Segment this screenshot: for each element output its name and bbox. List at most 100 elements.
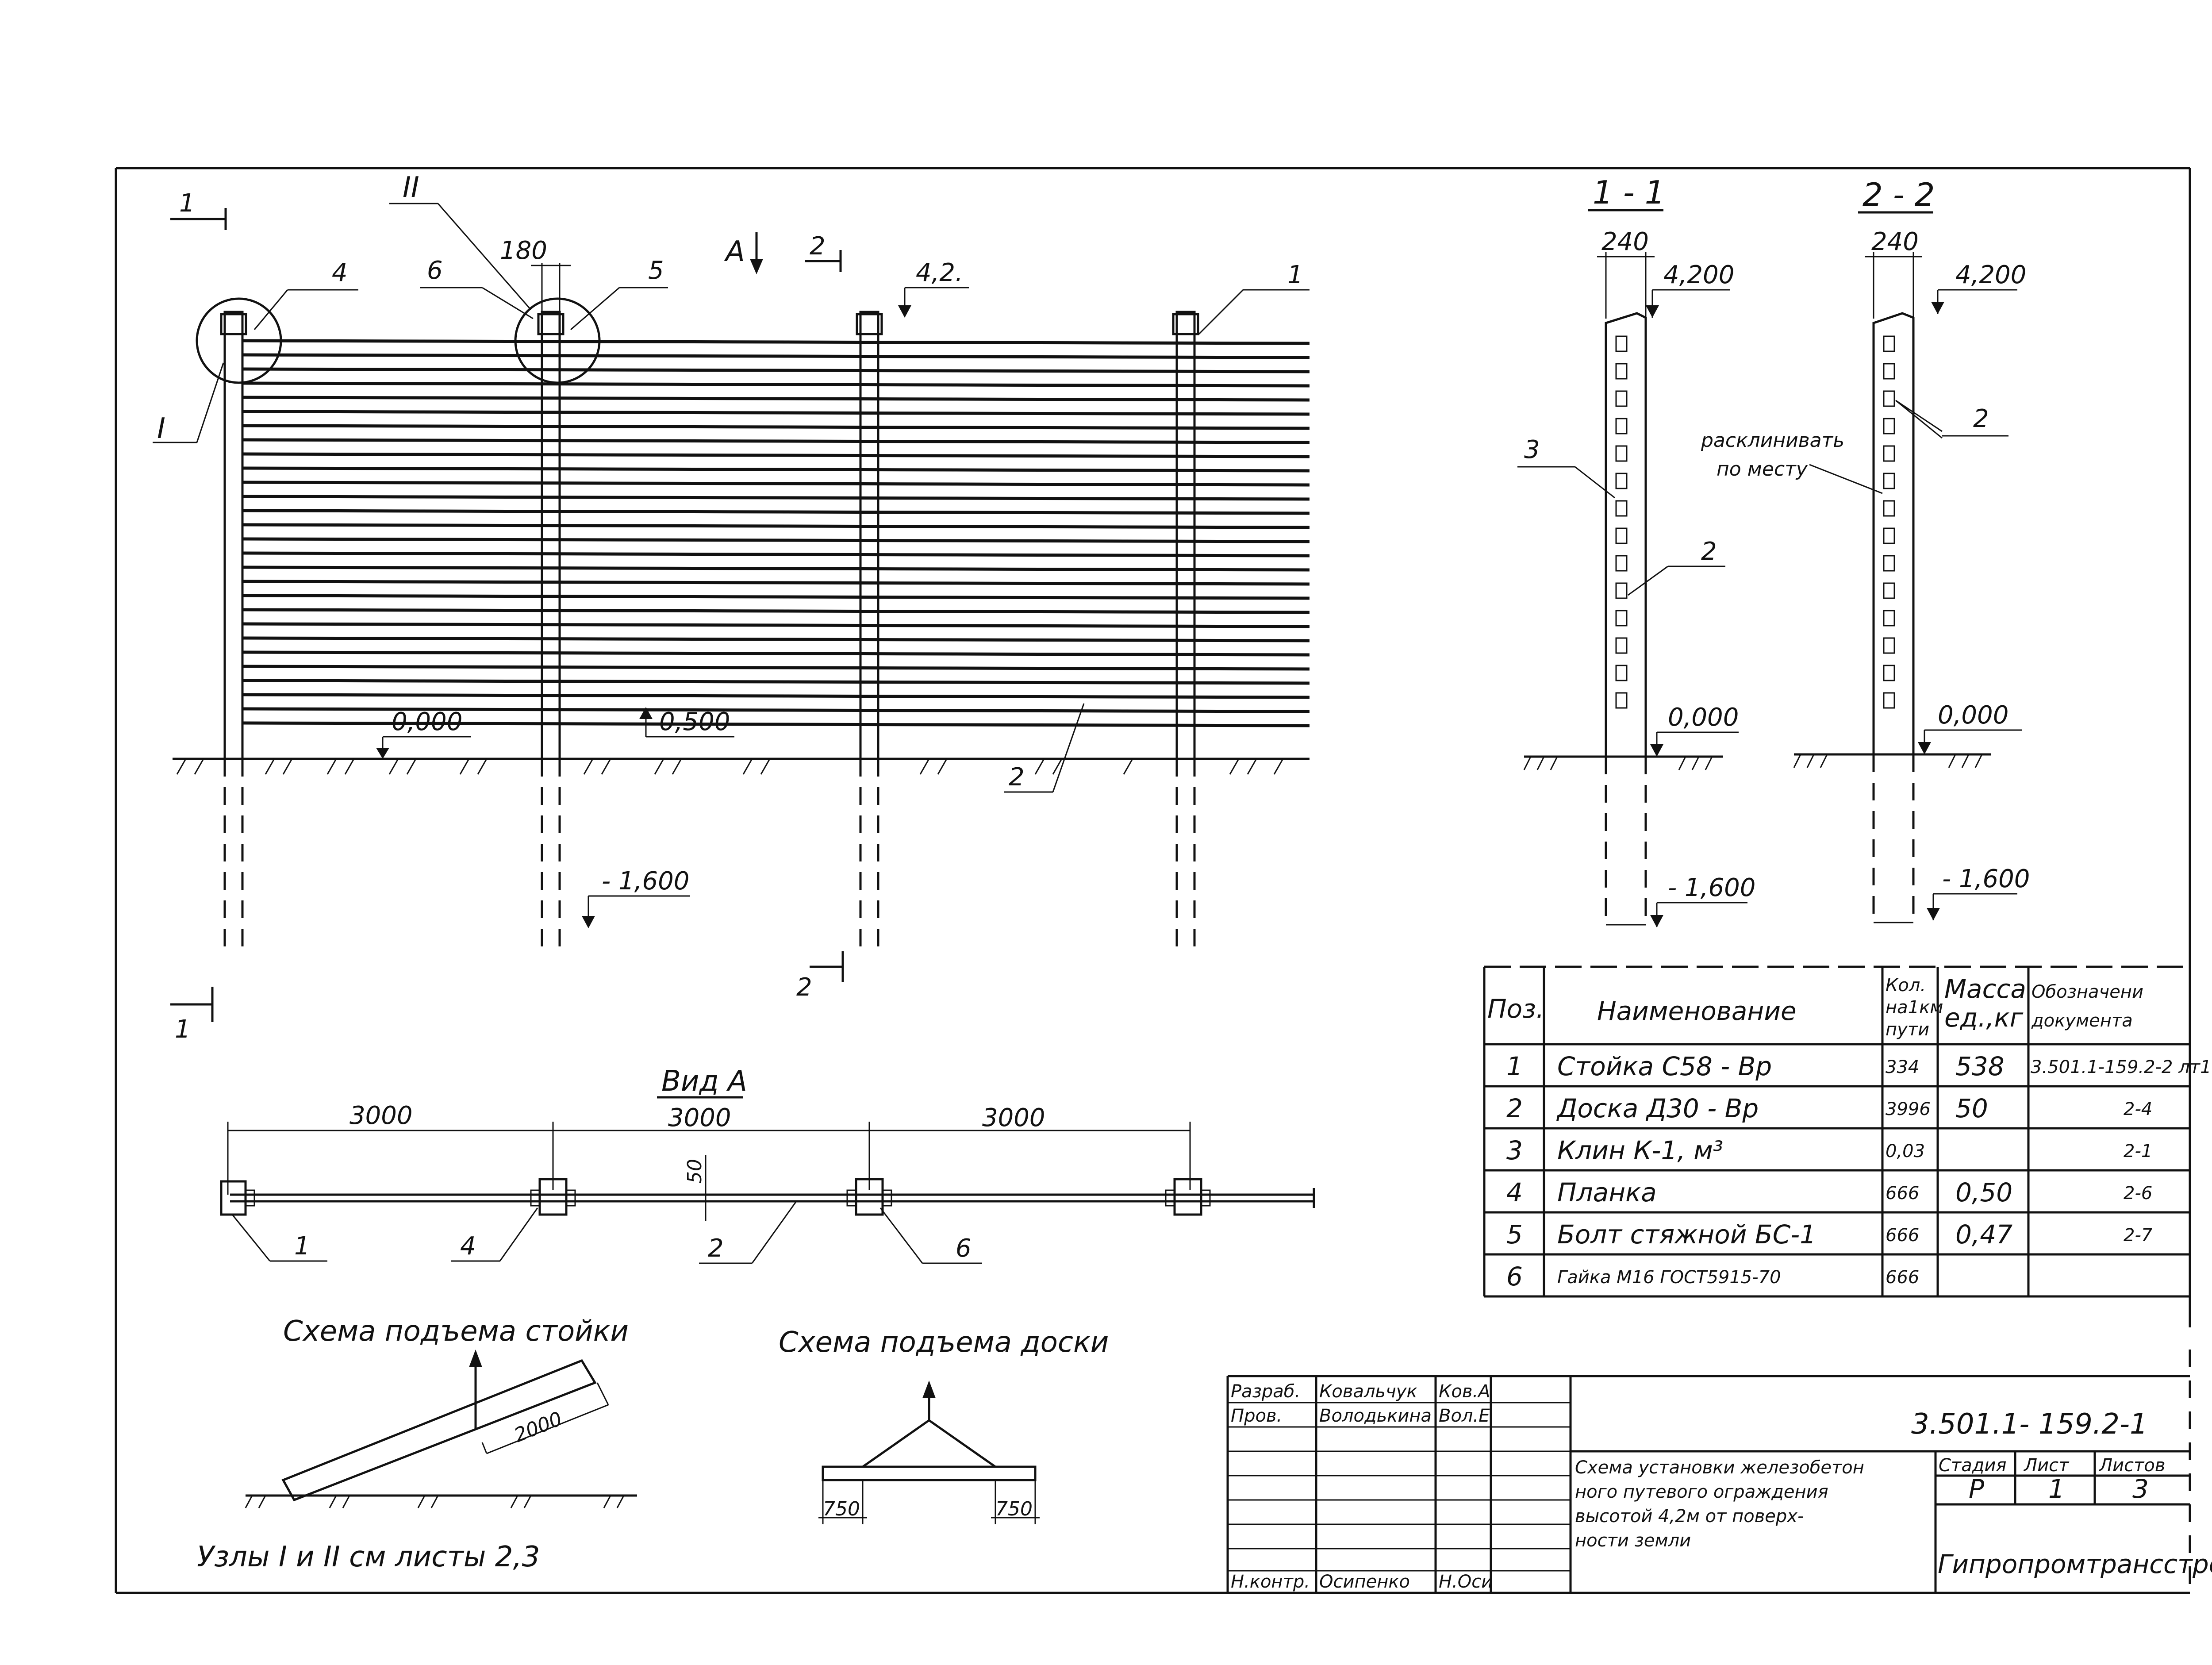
svg-text:0,47: 0,47	[1955, 1219, 2012, 1250]
svg-text:Наименование: Наименование	[1597, 996, 1797, 1026]
svg-text:1: 1	[1287, 261, 1303, 289]
svg-text:A: A	[724, 235, 745, 268]
svg-text:3.501.1-159.2-2 лт1: 3.501.1-159.2-2 лт1	[2031, 1057, 2212, 1077]
table-row: 3 Клин К-1, м³ 0,03 2-1	[1506, 1135, 2152, 1165]
fence-board	[243, 565, 1310, 572]
post-slot	[1883, 335, 1895, 352]
table-row: 6 Гайка М16 ГОСТ5915-70 666	[1506, 1261, 1919, 1292]
spec-table-header: Поз. Наименование Кол. на1км пути Масса …	[1487, 974, 2143, 1040]
lift-board-scheme: Схема подъема доски 750 750	[779, 1326, 1109, 1524]
post-slot	[1883, 692, 1895, 709]
svg-text:3000: 3000	[349, 1101, 413, 1130]
post-slot	[1615, 335, 1628, 352]
post-slot	[1615, 610, 1628, 627]
svg-text:180: 180	[500, 236, 547, 265]
node-I-circle	[196, 297, 282, 384]
svg-text:Поз.: Поз.	[1487, 994, 1544, 1024]
svg-text:4,2.: 4,2.	[916, 258, 963, 287]
spec-table: Поз. Наименование Кол. на1км пути Масса …	[1483, 965, 2212, 1298]
fence-board	[243, 367, 1310, 373]
svg-text:4,200: 4,200	[1663, 261, 1734, 289]
svg-text:6: 6	[956, 1234, 972, 1263]
post-holes	[1883, 335, 1895, 709]
post-slot	[1615, 527, 1628, 544]
table-row: 4 Планка 666 0,50 2-6	[1506, 1177, 2152, 1207]
svg-text:2: 2	[1506, 1093, 1523, 1123]
section-1-1-leader-2: 2	[1628, 537, 1725, 596]
svg-text:666: 666	[1886, 1183, 1919, 1204]
svg-text:Стойка С58 - Вр: Стойка С58 - Вр	[1557, 1051, 1772, 1081]
post-slot	[1883, 473, 1895, 489]
view-a-posts	[220, 1178, 1211, 1216]
svg-text:ед.,кг: ед.,кг	[1944, 1003, 2024, 1033]
fence-board	[243, 693, 1310, 699]
document-code: 3.501.1- 159.2-1	[1911, 1408, 2148, 1441]
svg-text:ности земли: ности земли	[1575, 1530, 1691, 1551]
fence-board	[243, 438, 1310, 444]
post-width-dimension: 180	[500, 236, 571, 312]
post-slot	[1883, 445, 1895, 462]
fence-board	[243, 381, 1310, 388]
svg-text:666: 666	[1886, 1267, 1919, 1288]
svg-text:Обозначени: Обозначени	[2032, 982, 2143, 1002]
section-marker-2-2: 2 2	[796, 232, 844, 1002]
svg-text:0,000: 0,000	[1668, 703, 1739, 732]
stage-label: Стадия	[1939, 1455, 2006, 1476]
fence-board	[243, 594, 1310, 600]
section-2-2-leader-2: 2	[1895, 400, 2008, 439]
svg-text:0,000: 0,000	[1938, 701, 2008, 730]
lift-post-title: Схема подъема стойки	[283, 1315, 629, 1348]
section-1-1-title: 1 - 1	[1593, 174, 1665, 211]
svg-text:Володькина: Володькина	[1319, 1406, 1432, 1426]
level-mark-board: 0,500	[639, 707, 734, 738]
elevation-leader-1: 1	[1198, 261, 1310, 335]
fence-board	[243, 410, 1310, 416]
view-a-leader-1: 1	[231, 1214, 327, 1262]
svg-text:240: 240	[1601, 227, 1649, 256]
svg-text:2: 2	[708, 1234, 724, 1263]
svg-text:I: I	[157, 412, 165, 445]
svg-text:750: 750	[995, 1498, 1033, 1520]
section-1-1-level-bottom: - 1,600	[1650, 873, 1755, 927]
svg-text:4: 4	[332, 258, 348, 287]
svg-text:5: 5	[1506, 1219, 1523, 1250]
svg-text:Вол.Е: Вол.Е	[1439, 1406, 1490, 1426]
svg-text:Ковальчук: Ковальчук	[1319, 1381, 1417, 1402]
svg-text:4: 4	[1506, 1177, 1523, 1207]
fence-board	[243, 396, 1310, 402]
svg-text:0,03: 0,03	[1886, 1141, 1925, 1161]
post-slot	[1883, 637, 1895, 654]
view-a-title: Вид А	[661, 1065, 747, 1098]
elevation-leader-5: 5	[570, 256, 668, 331]
svg-text:Кол.: Кол.	[1886, 975, 1926, 996]
section-1-1-level-top: 4,200	[1646, 261, 1734, 318]
post-slot	[1883, 555, 1895, 572]
fence-board	[243, 580, 1310, 586]
svg-text:ного путевого ограждения: ного путевого ограждения	[1575, 1482, 1828, 1502]
fence-board	[243, 452, 1310, 458]
svg-text:- 1,600: - 1,600	[602, 867, 689, 896]
section-marker-label: 2	[810, 232, 826, 261]
lift-board-title: Схема подъема доски	[779, 1326, 1109, 1359]
fence-board	[243, 481, 1310, 487]
post-slot	[1615, 500, 1628, 517]
post-slot	[1883, 418, 1895, 435]
svg-text:документа: документа	[2031, 1011, 2133, 1031]
svg-text:50: 50	[684, 1159, 706, 1184]
svg-text:пути: пути	[1886, 1019, 1929, 1040]
post-slot	[1615, 363, 1628, 380]
svg-text:1: 1	[1506, 1051, 1523, 1081]
svg-text:2-1: 2-1	[2124, 1141, 2152, 1161]
svg-text:1: 1	[294, 1232, 310, 1261]
section-marker-1-1: 1 1	[170, 189, 227, 1044]
post-slot	[1883, 527, 1895, 544]
svg-text:50: 50	[1955, 1093, 1988, 1123]
section-2-2-title: 2 - 2	[1863, 176, 1935, 213]
section-1-1-level-ground: 0,000	[1650, 703, 1739, 757]
svg-text:Ков.А: Ков.А	[1439, 1381, 1490, 1402]
fence-board	[243, 622, 1310, 628]
svg-text:3000: 3000	[982, 1104, 1045, 1132]
svg-text:2: 2	[1973, 404, 1989, 433]
post-slot	[1883, 363, 1895, 380]
svg-text:II: II	[403, 171, 419, 204]
